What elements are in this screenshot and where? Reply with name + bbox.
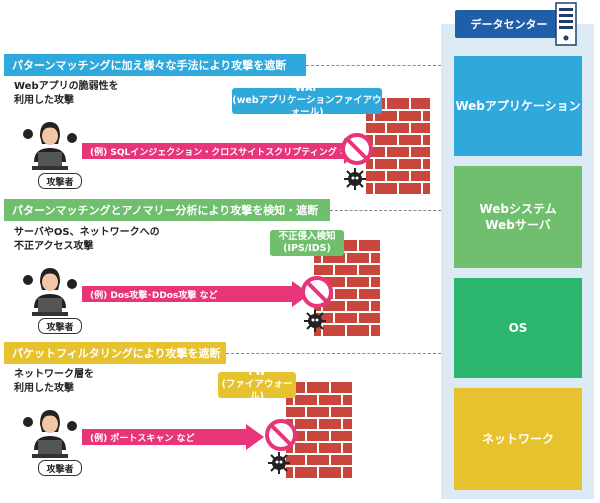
attack-arrow [82, 138, 362, 164]
attacker-icon [23, 268, 77, 316]
attacker-label: 攻撃者 [38, 318, 82, 334]
datacenter-title: データセンター [455, 10, 563, 38]
ips-callout: 不正侵入検知 (IPS/IDS) [270, 230, 344, 256]
attack-arrow-label: (例) ポートスキャン など [90, 433, 195, 444]
waf-callout: WAF (webアプリケーションファイアウォール) [232, 83, 382, 118]
block-icon [265, 419, 297, 451]
section-banner-fw: パケットフィルタリングにより攻撃を遮断 [4, 342, 226, 364]
fw-callout: FW (ファイアウォール) [218, 367, 296, 402]
layer-web-application: Webアプリケーション [454, 56, 582, 156]
banner-connector [306, 65, 441, 66]
attack-description-web: Webアプリの脆弱性を 利用した攻撃 [14, 81, 119, 106]
attack-arrow [82, 424, 264, 450]
layer-network: ネットワーク [454, 388, 582, 490]
brick-wall [366, 98, 430, 194]
attacker-icon [23, 122, 77, 170]
virus-icon [268, 452, 290, 474]
attack-description-server: サーバやOS、ネットワークへの 不正アクセス攻撃 [14, 227, 160, 252]
attacker-label: 攻撃者 [38, 460, 82, 476]
attacker-icon [23, 410, 77, 458]
virus-icon [304, 310, 326, 332]
attack-description-network: ネットワーク層を 利用した攻撃 [14, 369, 94, 394]
attacker-label: 攻撃者 [38, 173, 82, 189]
layer-os: OS [454, 278, 582, 378]
banner-connector [330, 210, 441, 211]
brick-wall [286, 382, 352, 478]
block-icon [341, 133, 373, 165]
attack-arrow-label: (例) SQLインジェクション・クロスサイトスクリプティング など [90, 147, 358, 158]
attack-arrow-label: (例) Dos攻撃･DDos攻撃 など [90, 290, 218, 301]
attack-arrow [82, 281, 310, 307]
banner-connector [226, 353, 441, 354]
server-icon [555, 2, 577, 46]
layer-web-system: Webシステム Webサーバ [454, 166, 582, 268]
section-banner-waf: パターンマッチングに加え様々な手法により攻撃を遮断 [4, 54, 306, 76]
section-banner-ips: パターンマッチングとアノマリー分析により攻撃を検知・遮断 [4, 199, 330, 221]
block-icon [301, 276, 333, 308]
virus-icon [344, 168, 366, 190]
